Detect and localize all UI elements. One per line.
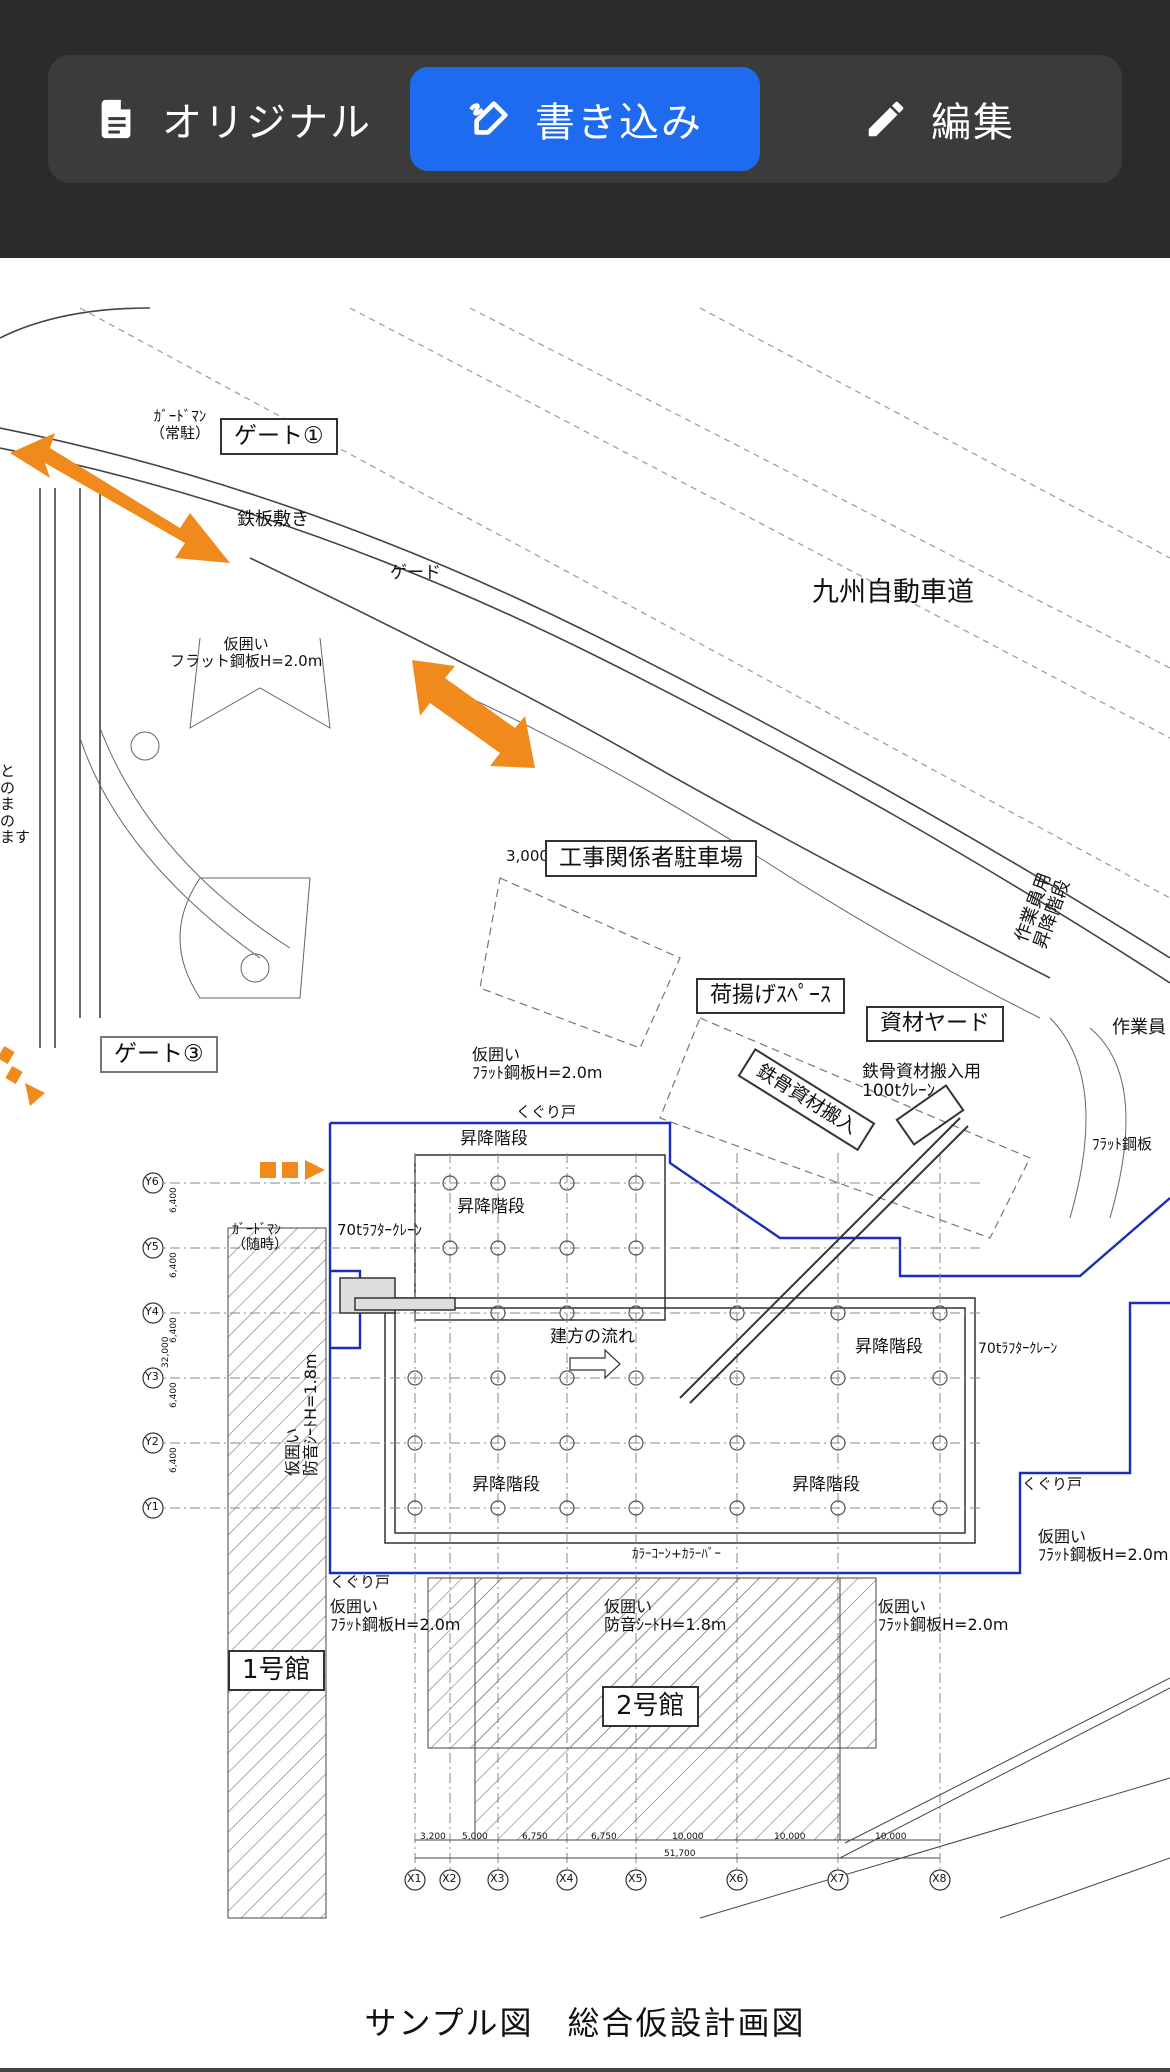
material-yard-label: 資材ヤード (866, 1006, 1005, 1043)
site-plan-drawing (0, 307, 1170, 1919)
stairs-bottom-right-label: 昇降階段 (792, 1475, 860, 1495)
stairs-top-label: 昇降階段 (460, 1129, 528, 1149)
grid-row-label: Y5 (145, 1240, 159, 1253)
stairs-right-label: 昇降階段 (855, 1337, 923, 1357)
fence-flat-steel-label-1: 仮囲い フラット鋼板H=2.0m (170, 635, 323, 670)
erection-flow-label: 建方の流れ (550, 1327, 635, 1347)
drawing-caption: サンプル図 総合仮設計画図 (364, 2004, 806, 2042)
grid-col-label: X2 (442, 1872, 457, 1885)
entry-arrow-head (305, 1160, 325, 1180)
column-dimension-label: 6,750 (591, 1832, 617, 1842)
grid-col-label: X8 (932, 1872, 947, 1885)
row-dimension-label: 6,400 (169, 1382, 179, 1408)
row-dimension-label: 6,400 (169, 1447, 179, 1473)
kuguri-door-label-1: くぐり戸 (516, 1103, 577, 1121)
fence-flat-steel-label-2: 仮囲い ﾌﾗｯﾄ鋼板H=2.0m (472, 1045, 603, 1082)
row-dimension-label: 6,400 (169, 1187, 179, 1213)
gate3-label: ゲート③ (100, 1036, 218, 1074)
fence-bottom-middle-label: 仮囲い 防音ｼｰﾄH=1.8m (604, 1597, 727, 1634)
gate1-traffic-arrow (10, 433, 230, 563)
building-1-label: 1号館 (228, 1650, 325, 1691)
crane-70t-left-label: 70tﾗﾌﾀｰｸﾚｰﾝ (337, 1221, 422, 1239)
mode-annotate-label: 書き込み (535, 100, 703, 146)
pencil-icon (868, 101, 904, 137)
entry-arrow-2 (282, 1162, 298, 1178)
mode-original-button[interactable]: オリジナル (58, 67, 408, 171)
column-dimension-label: 6,750 (522, 1832, 548, 1842)
site-traffic-arrow (412, 660, 535, 768)
worker-right-label: 作業員 (1112, 1017, 1166, 1038)
fence-flat-steel-right-label: 仮囲い ﾌﾗｯﾄ鋼板H=2.0m (1038, 1527, 1169, 1564)
grid-row-label: Y3 (145, 1370, 159, 1383)
unloading-space-label: 荷揚げｽﾍﾟｰｽ (696, 978, 846, 1015)
column-dimension-label: 3,200 (420, 1832, 446, 1842)
row-dimension-label: 6,400 (169, 1252, 179, 1278)
grid-col-label: X3 (490, 1872, 505, 1885)
top-toolbar: オリジナル 書き込み 編集 (0, 0, 1170, 258)
guardman-resident-label: ｶﾞｰﾄﾞﾏﾝ （常駐） (150, 407, 211, 442)
document-icon (101, 99, 131, 139)
crane-70t-right-label: 70tﾗﾌﾀｰｸﾚｰﾝ (978, 1341, 1058, 1357)
gate1-label: ゲート① (220, 418, 338, 456)
gate-label: ゲード (390, 563, 441, 583)
left-edge-note: と の ま の ます (0, 762, 31, 846)
grid-col-label: X5 (628, 1872, 643, 1885)
mode-segmented-control: オリジナル 書き込み 編集 (48, 55, 1122, 183)
grid-row-label: Y2 (145, 1435, 159, 1448)
grid-row-label: Y6 (145, 1175, 159, 1188)
mode-edit-label: 編集 (931, 100, 1015, 146)
kuguri-door-label-3: くぐり戸 (330, 1573, 391, 1591)
column-dimension-label: 10,000 (774, 1832, 806, 1842)
grid-col-label: X7 (830, 1872, 845, 1885)
stairs-mid-label: 昇降階段 (457, 1197, 525, 1217)
fence-bottom-right-label: 仮囲い ﾌﾗｯﾄ鋼板H=2.0m (878, 1597, 1009, 1634)
guardman-temporary-label: ｶﾞｰﾄﾞﾏﾝ （随時） (232, 1222, 288, 1254)
worker-parking-label: 工事関係者駐車場 (545, 840, 757, 878)
grid-col-label: X4 (559, 1872, 574, 1885)
entry-arrow-1 (260, 1162, 276, 1178)
drawing-canvas[interactable]: ｶﾞｰﾄﾞﾏﾝ （常駐） ゲート① 鉄板敷き ゲード 九州自動車道 仮囲い フラ… (0, 258, 1170, 2072)
grid-col-label: X6 (729, 1872, 744, 1885)
grid-row-label: Y4 (145, 1305, 159, 1318)
noise-sheet-vertical-label: 仮囲い 防音ｼｰﾄH=1.8m (283, 1353, 320, 1476)
fence-bottom-left-label: 仮囲い ﾌﾗｯﾄ鋼板H=2.0m (330, 1597, 461, 1634)
dimension-3000-label: 3,000 (506, 847, 549, 865)
mode-edit-button[interactable]: 編集 (764, 67, 1114, 171)
stairs-bottom-left-label: 昇降階段 (472, 1475, 540, 1495)
expressway-label: 九州自動車道 (812, 577, 974, 608)
pen-scribble-icon (469, 101, 508, 135)
crane-100t-label: 鉄骨資材搬入用 100tｸﾚｰﾝ (862, 1062, 981, 1101)
flat-steel-right-label: ﾌﾗｯﾄ鋼板 (1092, 1135, 1153, 1153)
steel-plate-label: 鉄板敷き (237, 509, 309, 530)
column-dimension-label: 10,000 (875, 1832, 907, 1842)
column-dimension-label: 10,000 (672, 1832, 704, 1842)
column-dimension-label: 5,000 (462, 1832, 488, 1842)
mode-original-label: オリジナル (162, 100, 372, 146)
building-2-label: 2号館 (602, 1686, 699, 1727)
mode-annotate-button[interactable]: 書き込み (410, 67, 760, 171)
color-cone-label: ｶﾗｰｺｰﾝ+ｶﾗｰﾊﾞｰ (632, 1547, 721, 1562)
grid-col-label: X1 (407, 1872, 422, 1885)
kuguri-door-label-2: くぐり戸 (1022, 1475, 1083, 1493)
bottom-edge (0, 2068, 1170, 2072)
row-total-label: 32,000 (161, 1336, 171, 1369)
column-total-label: 51,700 (664, 1849, 696, 1859)
grid-row-label: Y1 (145, 1500, 159, 1513)
